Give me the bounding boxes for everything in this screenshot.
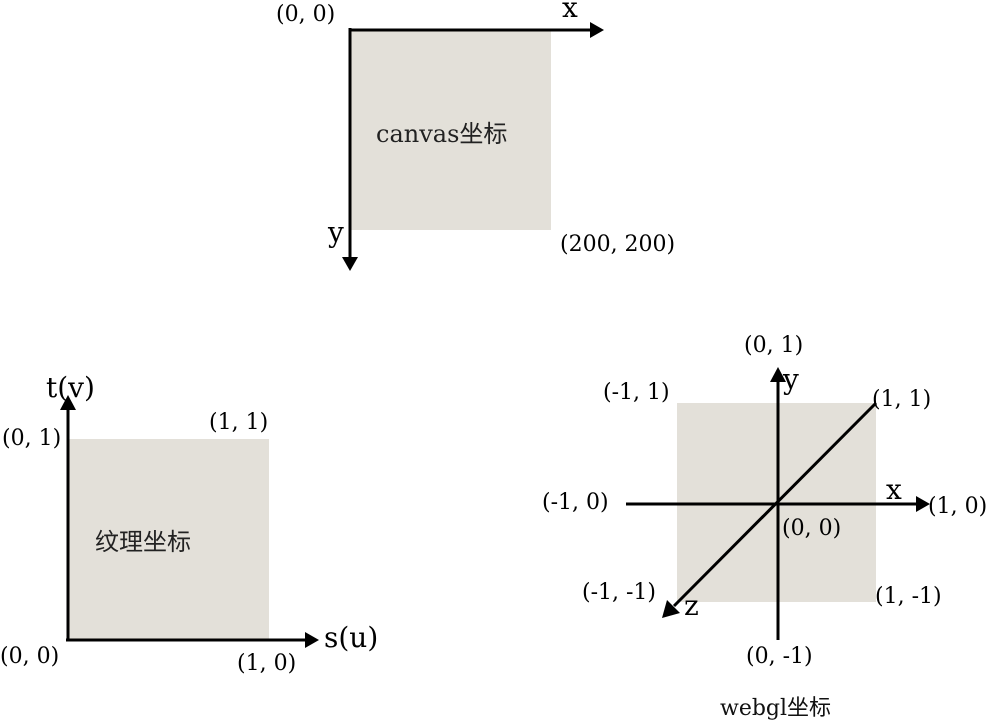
texture-top-right-label: (1, 1): [209, 410, 269, 435]
texture-bottom-left-label: (0, 0): [0, 644, 60, 669]
webgl-x-axis-label: x: [886, 473, 902, 506]
webgl-top-right-label: (1, 1): [872, 387, 932, 412]
canvas-x-arrowhead: [590, 22, 604, 38]
texture-s-arrowhead: [305, 632, 319, 648]
webgl-caption: webgl坐标: [720, 696, 832, 721]
webgl-y-arrowhead: [770, 367, 786, 382]
canvas-origin-label: (0, 0): [276, 2, 336, 27]
webgl-bottom-left-label: (-1, -1): [582, 580, 657, 605]
canvas-corner-label: (200, 200): [560, 232, 676, 257]
webgl-z-arrowhead: [662, 600, 680, 618]
canvas-y-axis-label: y: [328, 216, 344, 249]
texture-title: 纹理坐标: [95, 528, 191, 556]
texture-t-axis-label: t(v): [46, 371, 95, 404]
webgl-right-label: (1, 0): [928, 494, 988, 519]
webgl-center-label: (0, 0): [782, 516, 842, 541]
texture-square: [69, 439, 269, 639]
canvas-x-axis-label: x: [562, 0, 578, 24]
texture-top-left-label: (0, 1): [2, 426, 62, 451]
webgl-bottom-right-label: (1, -1): [875, 584, 942, 609]
webgl-y-axis-label: y: [783, 363, 799, 396]
canvas-y-arrowhead: [342, 257, 358, 271]
webgl-top-left-label: (-1, 1): [603, 380, 670, 405]
texture-bottom-right-label: (1, 0): [237, 651, 297, 676]
webgl-left-label: (-1, 0): [542, 490, 609, 515]
webgl-top-label: (0, 1): [744, 333, 804, 358]
webgl-z-axis-label: z: [684, 589, 699, 622]
canvas-title: canvas坐标: [376, 120, 508, 148]
webgl-diagonal: [672, 401, 878, 608]
texture-s-axis-label: s(u): [324, 621, 379, 654]
webgl-bottom-label: (0, -1): [746, 644, 813, 669]
canvas-square: [351, 30, 551, 230]
webgl-x-arrowhead: [916, 496, 930, 512]
texture-t-arrowhead: [60, 395, 76, 410]
